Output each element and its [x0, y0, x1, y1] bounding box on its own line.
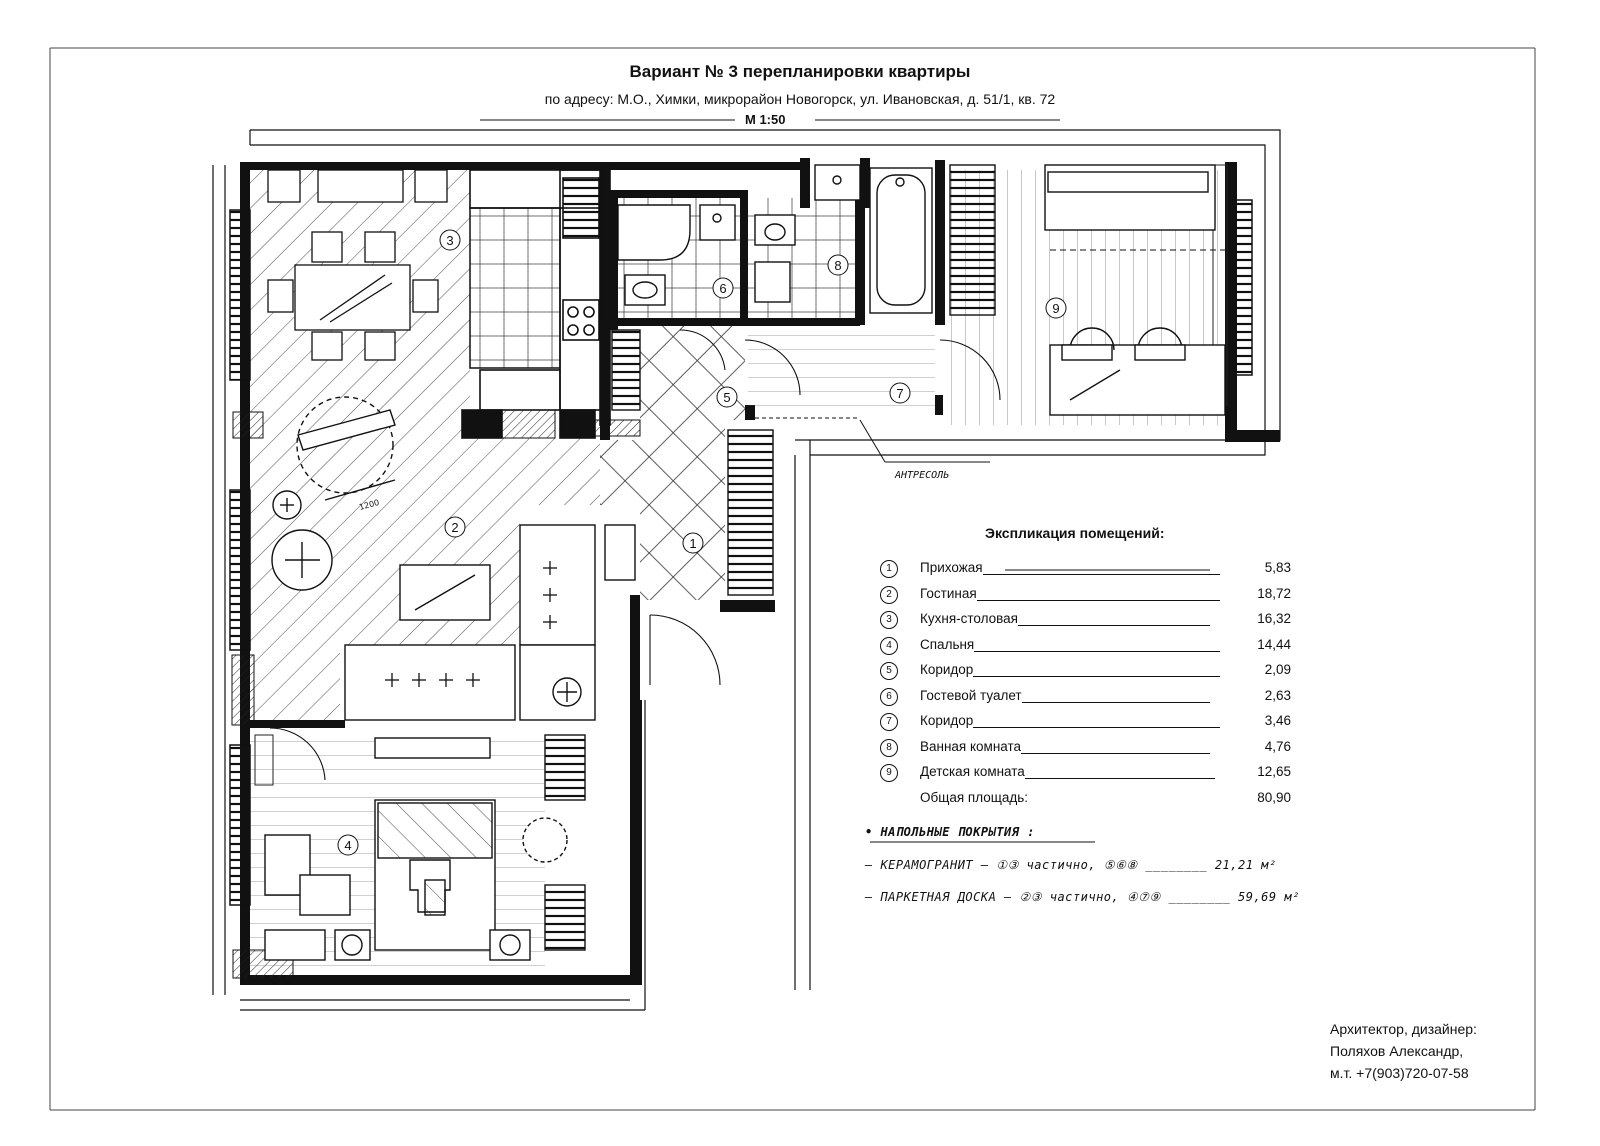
room-name: Прихожая: [920, 560, 983, 575]
room-label-5: 5: [716, 386, 738, 408]
author-phone: м.т. +7(903)720-07-58: [1330, 1065, 1469, 1081]
svg-text:1: 1: [689, 536, 696, 551]
room-area: 2,63: [1264, 687, 1291, 703]
room-name: Детская комната: [920, 764, 1025, 779]
leader-line: [974, 650, 1220, 652]
flooring-line-1: – КЕРАМОГРАНИТ – ①③ частично, ⑤⑥⑧ ______…: [865, 858, 1277, 872]
room-name: Ванная комната: [920, 738, 1022, 754]
leader-line: [1022, 701, 1210, 703]
mezzanine-leader: [755, 417, 990, 463]
room-name: Гостевой туалет: [920, 687, 1022, 703]
room-area: 3,46: [1264, 713, 1291, 728]
flooring-line-2: – ПАРКЕТНАЯ ДОСКА – ②③ частично, ④⑦⑨ ___…: [865, 890, 1300, 904]
explication-row: 7 Коридор 3,46: [880, 713, 1300, 739]
room-number-badge: 4: [880, 636, 898, 655]
room-label-1: 1: [682, 532, 704, 554]
svg-text:9: 9: [1052, 301, 1059, 316]
room-label-2: 2: [444, 516, 466, 538]
room-labels: 3 2 1 5 6 8 7 9 4: [337, 229, 1067, 856]
flooring-heading: • НАПОЛЬНЫЕ ПОКРЫТИЯ :: [865, 825, 1035, 839]
svg-text:7: 7: [896, 386, 903, 401]
room-number-badge: 7: [880, 713, 898, 731]
room-number-badge: 1: [880, 560, 898, 578]
svg-text:5: 5: [723, 390, 730, 405]
sheet-frame: [49, 47, 1536, 1111]
room-number-badge: 3: [880, 611, 898, 629]
explication-title: Экспликация помещений:: [985, 525, 1165, 541]
room-name: Гостиная: [920, 585, 977, 601]
room-number-badge: 8: [880, 738, 898, 757]
bath-fixtures: [617, 164, 933, 314]
room-number-badge: 2: [880, 585, 898, 604]
total-label: Общая площадь:: [920, 789, 1029, 805]
leader-line: [973, 727, 1220, 728]
explication-row: 3 Кухня-столовая 16,32: [880, 611, 1300, 637]
leader-line: [977, 599, 1220, 601]
room-label-6: 6: [712, 277, 734, 299]
dining-set: [267, 169, 448, 361]
svg-text:4: 4: [344, 838, 351, 853]
room-number-badge: 5: [880, 662, 898, 680]
room-area: 5,83: [1264, 560, 1291, 575]
explication-row: 4 Спальня 14,44: [880, 636, 1300, 663]
author-role: Архитектор, дизайнер:: [1330, 1021, 1477, 1037]
living-furniture: [271, 396, 636, 721]
room-name: Коридор: [920, 713, 974, 728]
drawing-subtitle: по адресу: М.О., Химки, микрорайон Новог…: [544, 91, 1056, 107]
leader-line: [1021, 752, 1210, 754]
author-block: Архитектор, дизайнер: Поляхов Александр,…: [1330, 1018, 1477, 1084]
leader-line: [1025, 778, 1215, 779]
svg-text:2: 2: [451, 520, 458, 535]
room-1-floor: [600, 325, 745, 600]
explication-row: 8 Ванная комната 4,76: [880, 738, 1300, 765]
bedroom-furniture: [264, 737, 568, 961]
room-area: 2,09: [1264, 662, 1291, 677]
explication-row: 6 Гостевой туалет 2,63: [880, 687, 1300, 714]
explication-row: 5 Коридор 2,09: [880, 662, 1300, 688]
total-area: 80,90: [1257, 789, 1291, 805]
room-area: 16,32: [1257, 611, 1291, 626]
room-label-7: 7: [889, 382, 911, 404]
room-number-badge: 6: [880, 687, 898, 706]
explication-table: 1 Прихожая 5,83 2 Гостиная 18,72 3 Кухня-столов…: [880, 560, 1300, 815]
drawing-title: Вариант № 3 перепланировки квартиры: [629, 62, 971, 81]
room-number-badge: 9: [880, 764, 898, 782]
mezzanine-label: АНТРЕСОЛЬ: [894, 470, 949, 481]
sofa-crosses: [385, 561, 557, 687]
leader-line: [1018, 625, 1210, 626]
explication-row: 9 Детская комната 12,65: [880, 764, 1300, 790]
svg-text:8: 8: [834, 258, 841, 273]
explication-total-row: Общая площадь: 80,90: [880, 790, 1300, 816]
author-name: Поляхов Александр,: [1330, 1043, 1464, 1059]
doors: [269, 329, 1001, 781]
interior-walls: [250, 160, 945, 728]
room-name: Коридор: [920, 662, 974, 677]
room-name: Кухня-столовая: [920, 611, 1018, 626]
explication-row: 2 Гостиная 18,72: [880, 585, 1300, 612]
room-label-4: 4: [337, 834, 359, 856]
svg-text:3: 3: [446, 233, 453, 248]
svg-text:6: 6: [719, 281, 726, 296]
wardrobes: [544, 329, 774, 951]
room-area: 4,76: [1264, 738, 1291, 754]
room-label-8: 8: [827, 254, 849, 276]
nursery-furniture: [949, 164, 1226, 416]
kitchen-counter: [461, 164, 611, 439]
drawing-scale: М 1:50: [745, 112, 786, 127]
room-name: Спальня: [920, 636, 975, 652]
room-label-9: 9: [1045, 297, 1067, 319]
building-outline: [212, 129, 1281, 1011]
explication-row: 1 Прихожая 5,83: [880, 560, 1300, 586]
leader-line: [983, 574, 1220, 575]
room-area: 14,44: [1257, 636, 1291, 652]
room-area: 12,65: [1257, 764, 1291, 779]
room-label-3: 3: [439, 229, 461, 251]
kitchen-tiles: [469, 207, 561, 369]
leader-line: [973, 676, 1220, 677]
room-area: 18,72: [1257, 585, 1291, 601]
